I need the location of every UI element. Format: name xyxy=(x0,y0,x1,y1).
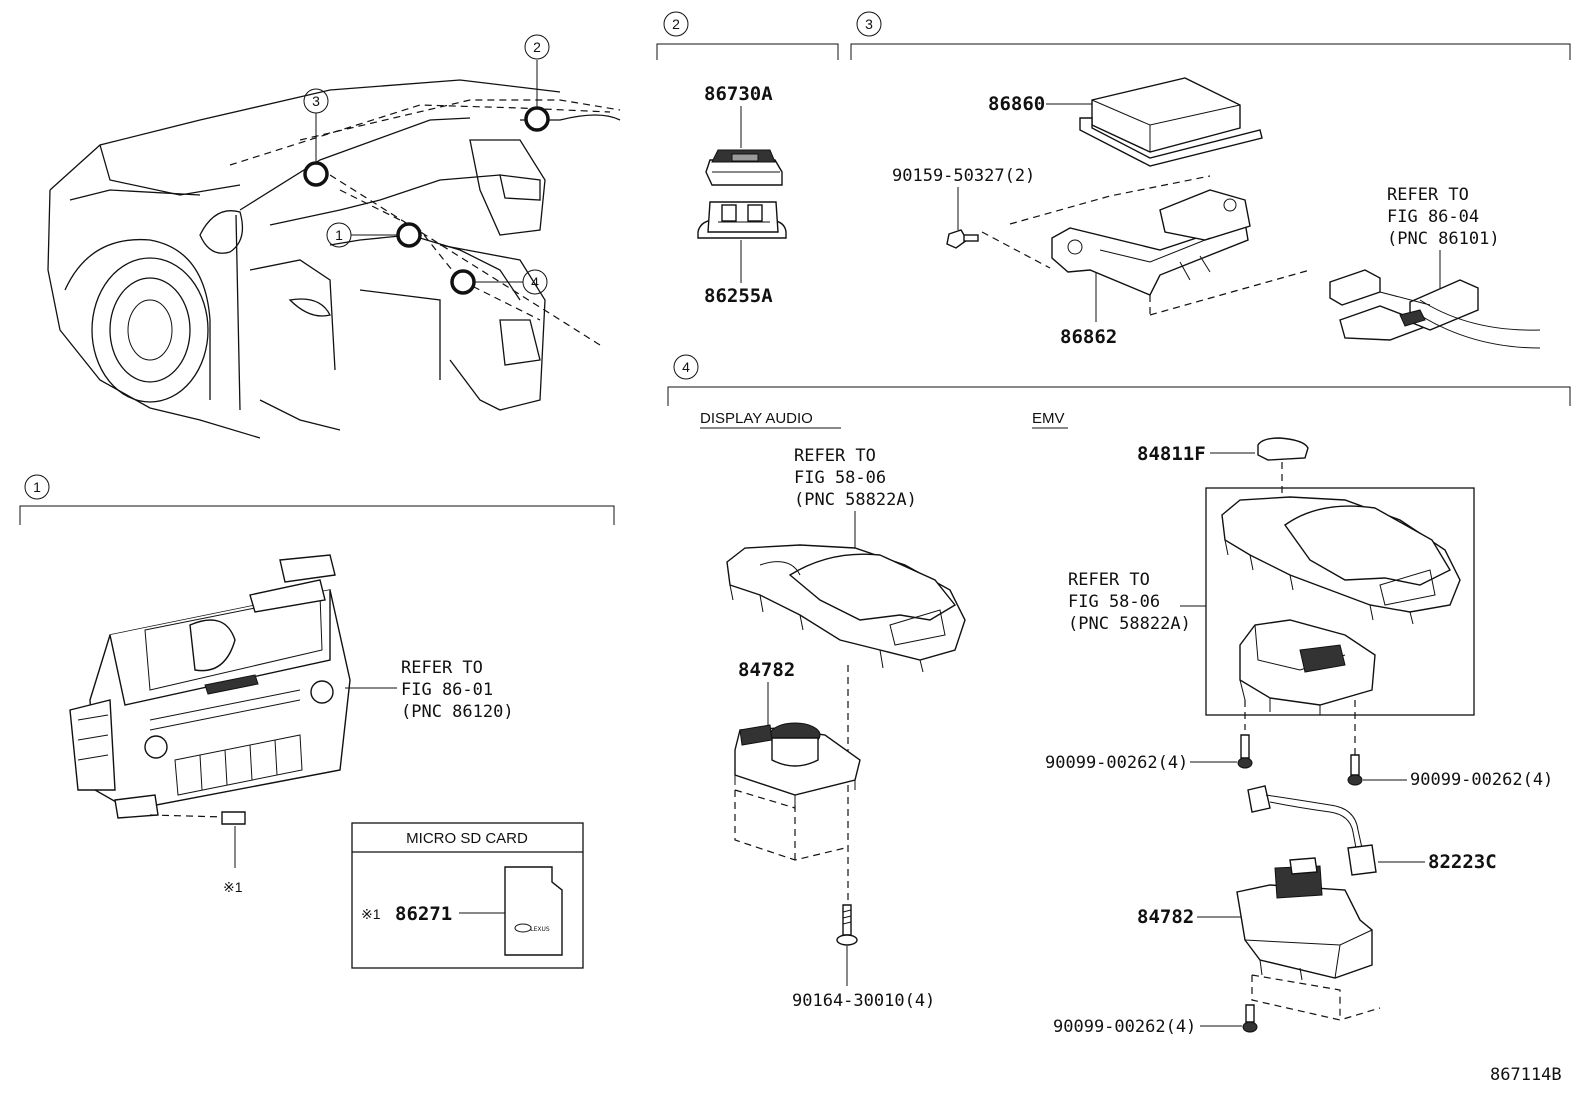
svg-text:FIG 86-01: FIG 86-01 xyxy=(401,680,493,700)
emv-mount-bracket xyxy=(1239,619,1376,715)
part-84811F: 84811F xyxy=(1137,443,1206,465)
svg-text:(PNC 86120): (PNC 86120) xyxy=(401,702,514,722)
svg-text:3: 3 xyxy=(865,16,873,32)
display-audio-unit xyxy=(69,554,351,819)
shift-unit-emv xyxy=(1236,857,1373,981)
svg-text:FIG 58-06: FIG 58-06 xyxy=(1068,592,1160,612)
svg-text:4: 4 xyxy=(531,274,539,290)
bracket-86862 xyxy=(1051,189,1251,296)
note-mark-1: ※1 xyxy=(223,879,243,895)
overview-callout-4: 4 xyxy=(522,269,548,295)
svg-text:FIG 58-06: FIG 58-06 xyxy=(794,468,886,488)
part-90099-00262-c: 90099-00262(4) xyxy=(1053,1017,1196,1037)
svg-text:1: 1 xyxy=(33,479,41,495)
diagram-id: 867114B xyxy=(1490,1065,1562,1085)
part-86860: 86860 xyxy=(988,93,1045,115)
svg-text:REFER TO: REFER TO xyxy=(1387,185,1469,205)
part-86730A: 86730A xyxy=(704,83,773,105)
svg-text:REFER TO: REFER TO xyxy=(794,446,876,466)
section-1-bracket: 1 xyxy=(19,474,615,525)
micro-sd-card-inset: MICRO SD CARD ※1 86271 LEXUS xyxy=(351,822,584,969)
part-90159-50327: 90159-50327(2) xyxy=(892,166,1035,186)
refer-fig-58-06-display-audio: REFER TO FIG 58-06 (PNC 58822A) xyxy=(794,446,917,510)
part-90099-00262-b: 90099-00262(4) xyxy=(1410,770,1553,790)
part-86255A: 86255A xyxy=(704,285,773,307)
svg-text:3: 3 xyxy=(312,93,320,109)
display-audio-label: DISPLAY AUDIO xyxy=(700,410,813,427)
svg-text:2: 2 xyxy=(533,39,541,55)
svg-text:(PNC 58822A): (PNC 58822A) xyxy=(794,490,917,510)
part-84782-display-audio: 84782 xyxy=(738,659,795,681)
bolt-90159 xyxy=(946,229,979,249)
switch-86730A xyxy=(705,149,783,186)
svg-text:REFER TO: REFER TO xyxy=(401,658,483,678)
svg-text:REFER TO: REFER TO xyxy=(1068,570,1150,590)
micro-sd-card-small xyxy=(221,811,246,825)
svg-text:2: 2 xyxy=(672,16,680,32)
computer-86860 xyxy=(1079,77,1263,167)
part-84782-emv: 84782 xyxy=(1137,906,1194,928)
car-interior-overview xyxy=(47,60,621,439)
section-3-bracket: 3 xyxy=(850,11,1571,60)
shift-unit-display-audio xyxy=(734,722,861,805)
micro-sd-card-title: MICRO SD CARD xyxy=(406,830,528,847)
part-86271: 86271 xyxy=(395,903,452,925)
section-4-bracket: 4 xyxy=(667,354,1571,406)
emv-label: EMV xyxy=(1032,410,1065,427)
overview-callout-2: 2 xyxy=(524,34,550,60)
part-90099-00262-a: 90099-00262(4) xyxy=(1045,753,1188,773)
refer-fig-86-04: REFER TO FIG 86-04 (PNC 86101) xyxy=(1387,185,1500,249)
emv-assembly-box xyxy=(1205,487,1475,716)
svg-text:(PNC 86101): (PNC 86101) xyxy=(1387,229,1500,249)
screw-90099-c xyxy=(1242,1004,1258,1033)
bolt-90164 xyxy=(836,904,858,946)
note-mark-2: ※1 xyxy=(361,906,381,922)
wire-harness-82223C xyxy=(1247,785,1377,876)
location-marker-3 xyxy=(303,161,329,187)
section-2-bracket: 2 xyxy=(656,11,839,60)
svg-text:(PNC 58822A): (PNC 58822A) xyxy=(1068,614,1191,634)
location-marker-2 xyxy=(524,106,550,132)
svg-text:1: 1 xyxy=(335,227,343,243)
location-marker-1 xyxy=(396,222,422,248)
sd-card-logo: LEXUS xyxy=(530,926,550,933)
overview-callout-1: 1 xyxy=(326,222,352,248)
harness-connector xyxy=(1329,269,1541,349)
base-86255A xyxy=(697,201,787,239)
part-86862: 86862 xyxy=(1060,326,1117,348)
location-marker-4 xyxy=(450,269,476,295)
console-armrest-display-audio xyxy=(726,544,966,673)
knob-84811F xyxy=(1257,437,1309,461)
refer-fig-86-01: REFER TO FIG 86-01 (PNC 86120) xyxy=(401,658,514,722)
part-90164-30010: 90164-30010(4) xyxy=(792,991,935,1011)
overview-callout-3: 3 xyxy=(303,88,329,114)
svg-text:FIG 86-04: FIG 86-04 xyxy=(1387,207,1479,227)
screw-90099-b xyxy=(1347,754,1363,786)
refer-fig-58-06-emv: REFER TO FIG 58-06 (PNC 58822A) xyxy=(1068,570,1191,634)
console-armrest-emv xyxy=(1221,496,1461,625)
screw-90099-a xyxy=(1237,734,1253,769)
svg-text:4: 4 xyxy=(682,359,690,375)
part-82223C: 82223C xyxy=(1428,851,1497,873)
